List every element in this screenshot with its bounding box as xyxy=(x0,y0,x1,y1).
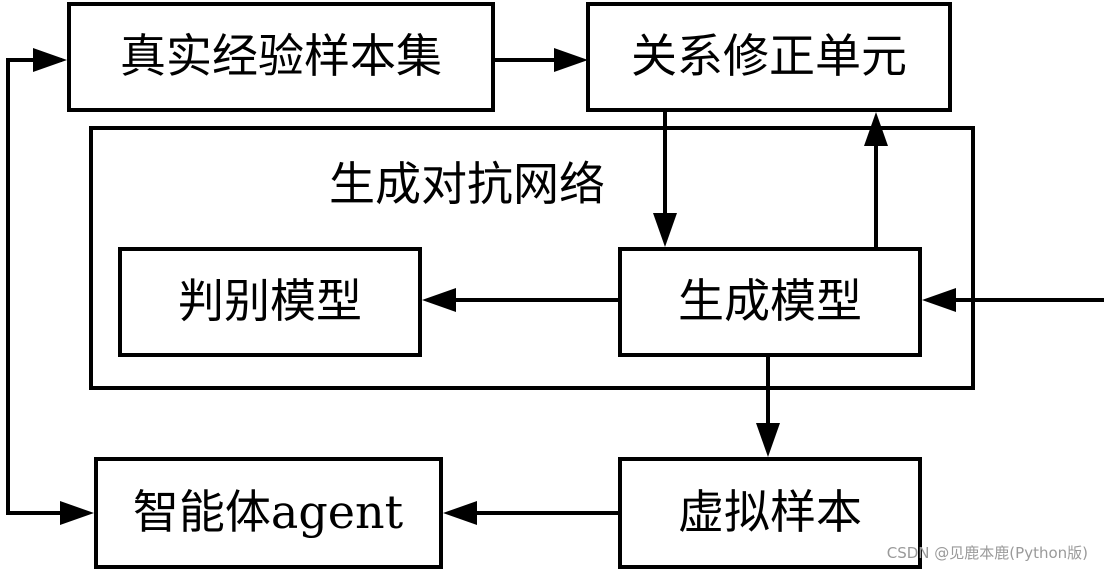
edge-left-loop xyxy=(6,58,62,515)
arrowhead-input-to-generator xyxy=(922,288,956,312)
relation-unit-label: 关系修正单元 xyxy=(631,29,907,83)
arrowhead-generator-to-virtual xyxy=(756,423,780,457)
gan-container xyxy=(89,126,975,390)
virtual-samples-label: 虚拟样本 xyxy=(678,485,862,539)
arrowhead-loop-to-real xyxy=(33,48,67,72)
arrowhead-relation-to-generator xyxy=(653,213,677,247)
generator-label: 生成模型 xyxy=(678,274,862,328)
discriminator-box xyxy=(118,247,422,357)
agent-box xyxy=(94,457,443,569)
arrowhead-virtual-to-agent xyxy=(443,501,477,525)
real-samples-box xyxy=(67,2,495,112)
watermark: CSDN @见鹿本鹿(Python版) xyxy=(886,544,1088,562)
arrowhead-real-to-relation xyxy=(554,48,588,72)
gan-title: 生成对抗网络 xyxy=(329,157,605,211)
discriminator-label: 判别模型 xyxy=(178,274,362,328)
real-samples-label: 真实经验样本集 xyxy=(120,29,442,83)
arrowhead-generator-to-relation xyxy=(864,112,888,146)
agent-label: 智能体agent xyxy=(133,485,404,539)
arrowhead-loop-to-agent xyxy=(60,501,94,525)
relation-unit-box xyxy=(586,2,952,112)
arrowhead-generator-to-discriminator xyxy=(422,288,456,312)
